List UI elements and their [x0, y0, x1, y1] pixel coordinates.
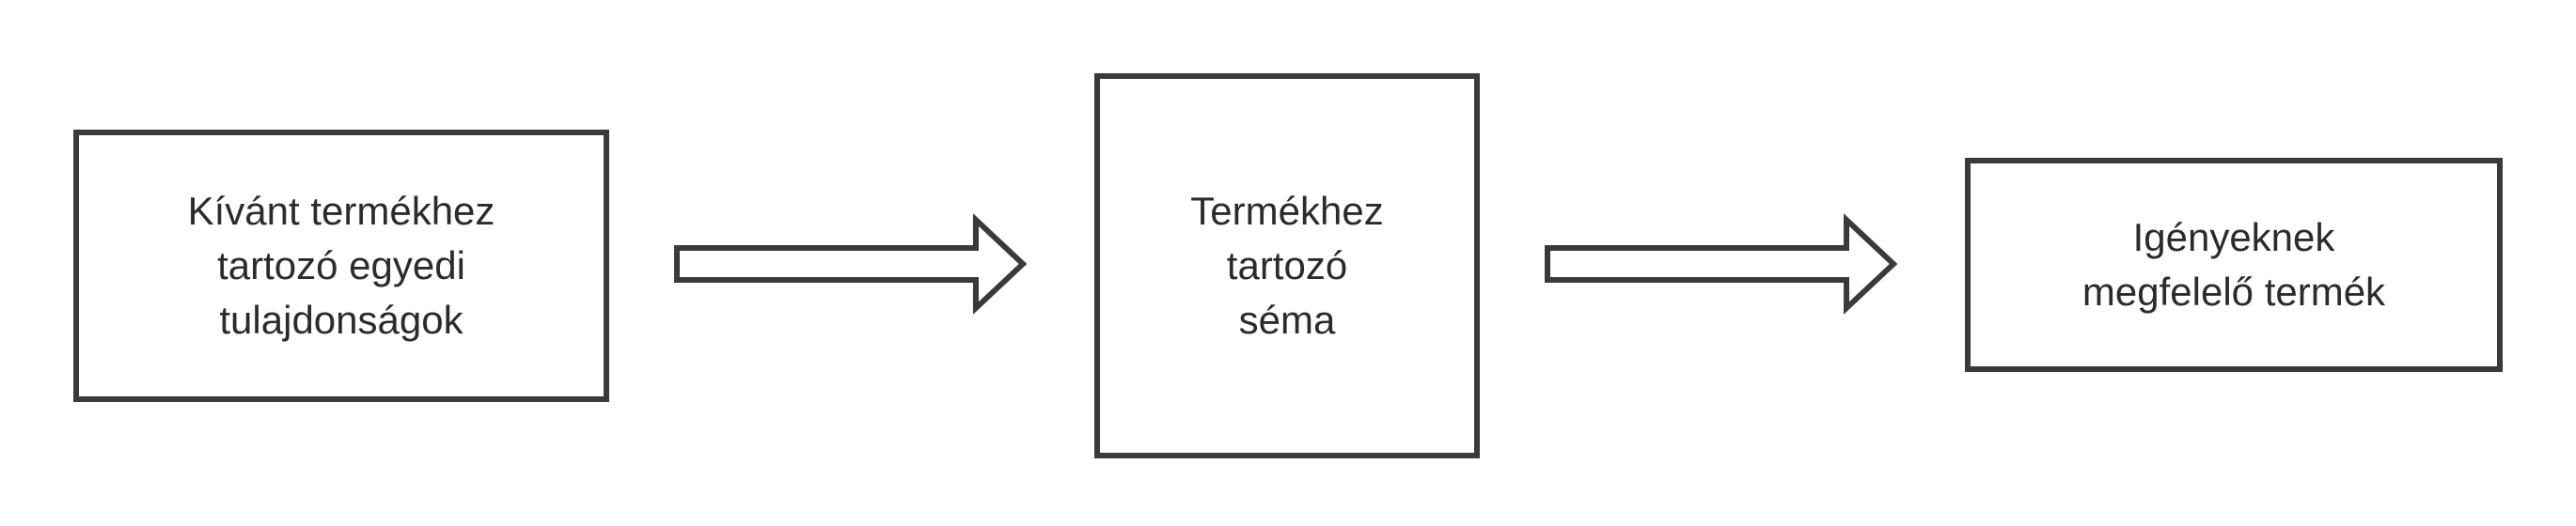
process-box-input-properties: Kívánt termékhez tartozó egyedi tulajdon…: [73, 130, 609, 402]
process-box-label: Kívánt termékhez tartozó egyedi tulajdon…: [187, 189, 495, 342]
process-box-label: Igényeknek megfelelő termék: [2081, 215, 2386, 314]
right-arrow-icon: [1545, 213, 1898, 315]
right-arrow-icon: [674, 213, 1028, 315]
process-box-label: Termékhez tartozó séma: [1190, 189, 1384, 342]
process-box-result-product: Igényeknek megfelelő termék: [1965, 158, 2503, 372]
process-box-product-schema: Termékhez tartozó séma: [1094, 73, 1480, 458]
